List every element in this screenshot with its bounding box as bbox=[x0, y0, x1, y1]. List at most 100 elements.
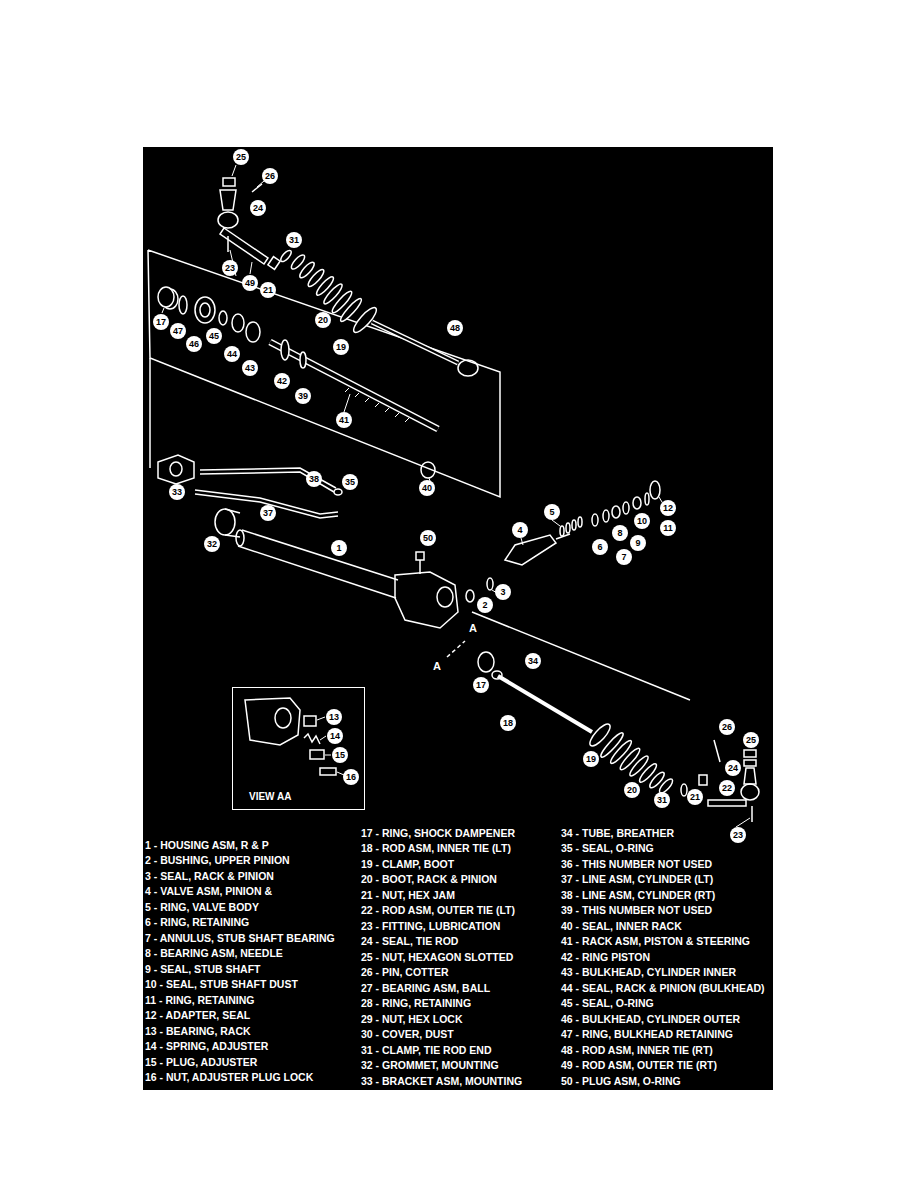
view-aa-drawing-part bbox=[304, 716, 316, 726]
right-tie-rod-end-part bbox=[741, 784, 759, 800]
callout-number: 32 bbox=[207, 539, 217, 549]
callout-number: 14 bbox=[330, 731, 340, 741]
valve-parts-part bbox=[623, 502, 629, 514]
callout-number: 6 bbox=[597, 542, 602, 552]
valve-parts bbox=[466, 481, 660, 602]
parts-list-entry: 20 - BOOT, RACK & PINION bbox=[361, 873, 497, 886]
mounting-and-lines-part bbox=[170, 462, 182, 476]
callout-number: 9 bbox=[635, 538, 640, 548]
left-tie-rod-end bbox=[218, 178, 293, 269]
right-tie-rod-end bbox=[681, 740, 759, 822]
valve-parts-part bbox=[612, 506, 620, 518]
section-marker: A bbox=[469, 622, 477, 635]
right-tie-rod-end-part bbox=[699, 775, 707, 785]
callout-circle: 16 bbox=[343, 769, 359, 785]
parts-list-entry: 13 - BEARING, RACK bbox=[145, 1025, 251, 1038]
left-tie-rod-end-part bbox=[220, 190, 236, 210]
parts-list-entry: 14 - SPRING, ADJUSTER bbox=[145, 1040, 268, 1053]
bulkhead-parts-part bbox=[179, 296, 187, 314]
callout-circle: 17 bbox=[473, 677, 489, 693]
background-panel bbox=[143, 147, 773, 1090]
callout-circle: 18 bbox=[500, 715, 516, 731]
parts-list-entry: 46 - BULKHEAD, CYLINDER OUTER bbox=[561, 1013, 740, 1026]
callout-circle: 25 bbox=[233, 149, 249, 165]
parts-list-entry: 42 - RING PISTON bbox=[561, 951, 650, 964]
rack-assembly-part bbox=[270, 342, 438, 429]
parts-list-entry: 17 - RING, SHOCK DAMPENER bbox=[361, 827, 515, 840]
callout-circle: 15 bbox=[332, 747, 348, 763]
parts-list-entry: 5 - RING, VALVE BODY bbox=[145, 901, 259, 914]
leader-lines-part bbox=[552, 520, 560, 526]
callout-number: 41 bbox=[339, 415, 349, 425]
parts-list-entry: 31 - CLAMP, TIE ROD END bbox=[361, 1044, 492, 1057]
valve-parts-part bbox=[560, 526, 564, 536]
callout-circle: 35 bbox=[342, 474, 358, 490]
leader-lines-part bbox=[736, 818, 750, 827]
bulkhead-parts-part bbox=[232, 314, 244, 332]
callout-number: 12 bbox=[663, 503, 673, 513]
parts-list-entry: 34 - TUBE, BREATHER bbox=[561, 827, 674, 840]
outline-frames-part bbox=[149, 358, 151, 468]
callout-circle: 19 bbox=[333, 339, 349, 355]
housing-part bbox=[437, 587, 453, 607]
valve-parts-part bbox=[505, 535, 556, 565]
parts-list-entry: 49 - ROD ASM, OUTER TIE (RT) bbox=[561, 1059, 717, 1072]
callout-circle: 26 bbox=[262, 168, 278, 184]
right-tie-rod-end-part bbox=[744, 750, 756, 757]
rack-assembly bbox=[270, 340, 438, 478]
callout-circle: 22 bbox=[719, 780, 735, 796]
callout-number: 25 bbox=[746, 735, 756, 745]
valve-parts-part bbox=[572, 520, 576, 530]
left-tie-rod-end-part bbox=[279, 249, 293, 263]
parts-list-entry: 16 - NUT, ADJUSTER PLUG LOCK bbox=[145, 1071, 313, 1084]
rack-assembly-part bbox=[300, 352, 306, 368]
bulkhead-parts-part bbox=[195, 297, 215, 323]
housing-part bbox=[419, 560, 421, 574]
bulkhead-parts-part bbox=[200, 303, 210, 317]
callout-circle: 23 bbox=[222, 260, 238, 276]
callout-number: 45 bbox=[209, 331, 219, 341]
callout-circle: 41 bbox=[336, 412, 352, 428]
callout-number: 17 bbox=[476, 680, 486, 690]
parts-list-entry: 15 - PLUG, ADJUSTER bbox=[145, 1056, 257, 1069]
valve-parts-part bbox=[603, 510, 609, 522]
right-tie-rod-end-part bbox=[744, 768, 756, 784]
callout-circle: 9 bbox=[630, 535, 646, 551]
right-tie-rod-end-part bbox=[714, 740, 720, 762]
bulkhead-parts-part bbox=[158, 287, 174, 307]
parts-list-entry: 44 - SEAL, RACK & PINION (BULKHEAD) bbox=[561, 982, 765, 995]
callout-number: 23 bbox=[733, 830, 743, 840]
callout-circle: 17 bbox=[153, 314, 169, 330]
inner-tie-rod-right-part bbox=[458, 360, 478, 376]
upper-boot-part bbox=[351, 305, 380, 335]
housing-part bbox=[238, 546, 396, 598]
callout-number: 26 bbox=[722, 722, 732, 732]
callout-number: 24 bbox=[728, 763, 738, 773]
callout-number: 16 bbox=[346, 772, 356, 782]
callout-number: 18 bbox=[503, 718, 513, 728]
callout-circle: 45 bbox=[206, 328, 222, 344]
mounting-and-lines-part bbox=[200, 472, 334, 492]
parts-list-entry: 30 - COVER, DUST bbox=[361, 1028, 454, 1041]
view-inset-box: VIEW AA13141516 bbox=[232, 687, 365, 810]
callout-number: 21 bbox=[263, 285, 273, 295]
valve-parts-part bbox=[645, 493, 649, 505]
lower-parts-part bbox=[478, 652, 494, 672]
housing-part bbox=[236, 530, 244, 546]
parts-list-entry: 43 - BULKHEAD, CYLINDER INNER bbox=[561, 966, 736, 979]
callout-circle: 50 bbox=[420, 530, 436, 546]
rack-assembly-part bbox=[345, 388, 409, 422]
callout-number: 39 bbox=[298, 391, 308, 401]
callout-circle: 21 bbox=[260, 282, 276, 298]
valve-parts-part bbox=[566, 523, 570, 533]
left-tie-rod-end-part bbox=[218, 212, 238, 228]
parts-list-entry: 50 - PLUG ASM, O-RING bbox=[561, 1075, 681, 1088]
callout-number: 50 bbox=[423, 533, 433, 543]
callout-circle: 11 bbox=[660, 520, 676, 536]
leader-lines-part bbox=[317, 717, 325, 720]
callout-circle: 48 bbox=[447, 320, 463, 336]
parts-list-entry: 37 - LINE ASM, CYLINDER (LT) bbox=[561, 873, 713, 886]
parts-list-entry: 6 - RING, RETAINING bbox=[145, 916, 249, 929]
callout-number: 49 bbox=[245, 278, 255, 288]
right-tie-rod-end-part bbox=[708, 800, 746, 806]
